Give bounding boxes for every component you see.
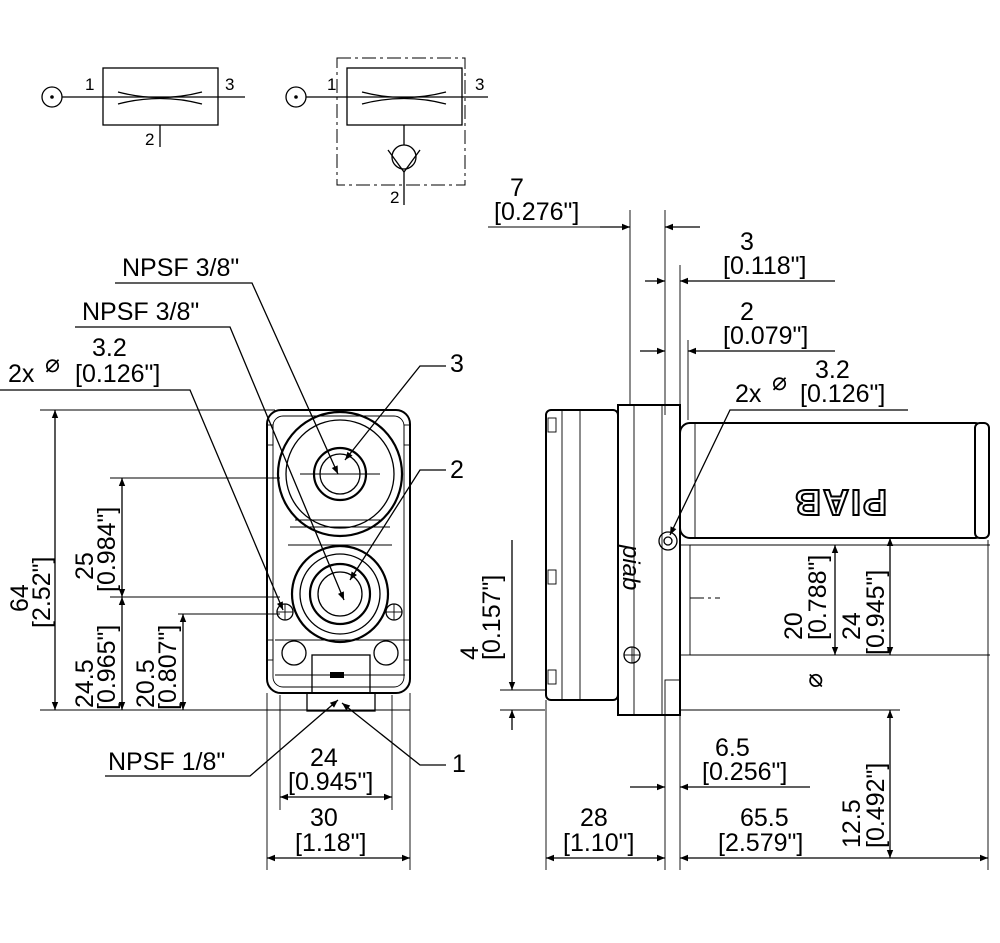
symbol-check-port-1: 1 (327, 75, 336, 94)
dim-width-mm: 30 (310, 804, 338, 832)
dim-height-in: [2.52"] (28, 557, 56, 628)
side-view-dimensions: 7 [0.276"] 3 [0.118"] 2 [0.079"] 2x ⌀ 3.… (456, 174, 989, 870)
port-label-2: 2 (450, 456, 464, 484)
dim-3-in: [0.118"] (723, 252, 806, 280)
dim-655-mm: 65.5 (740, 804, 789, 832)
hole-size-mm-side: 3.2 (815, 356, 850, 384)
dim-125-mm: 12.5 (838, 799, 866, 848)
port-label-1: 1 (452, 750, 466, 778)
symbol-check-port-3: 3 (475, 75, 484, 94)
dim-center-in: [0.984"] (93, 507, 121, 592)
side-view (545, 210, 990, 716)
thread-label-port3: NPSF 3/8" (122, 254, 239, 282)
hole-count-side: 2x (735, 380, 762, 408)
piab-logo: piab (617, 544, 644, 590)
hole-size-mm-front: 3.2 (92, 334, 127, 362)
dim-24-mm: 24 (838, 612, 866, 640)
port-label-3: 3 (450, 350, 464, 378)
pneumatic-symbol-check-valve: 1 3 2 (285, 57, 488, 207)
dim-24-symbol: ⌀ (800, 673, 828, 688)
dim-inner-width-in: [0.945"] (288, 768, 373, 796)
dim-7-in: [0.276"] (494, 198, 579, 226)
dim-20-in: [0.788"] (804, 555, 832, 640)
dim-65-mm: 6.5 (715, 734, 750, 762)
symbol-port-3: 3 (225, 75, 234, 94)
dim-3-mm: 3 (740, 228, 754, 256)
hole-diameter-symbol-side: ⌀ (772, 368, 787, 396)
dim-20-mm: 20 (780, 612, 808, 640)
dim-655-in: [2.579"] (718, 829, 803, 857)
hole-count-front: 2x (8, 360, 35, 388)
dim-28-in: [1.10"] (563, 829, 634, 857)
symbol-port-1: 1 (85, 75, 94, 94)
dim-lower-in: [0.965"] (93, 625, 121, 710)
dim-4-mm: 4 (456, 646, 484, 660)
hole-size-in-side: [0.126"] (800, 380, 885, 408)
hole-size-in-front: [0.126"] (75, 360, 160, 388)
dim-center-mm: 25 (71, 552, 99, 580)
thread-label-port1: NPSF 1/8" (108, 748, 225, 776)
dim-width-in: [1.18"] (295, 829, 366, 857)
front-view (266, 409, 411, 712)
dim-4-in: [0.157"] (478, 575, 506, 660)
dim-125-in: [0.492"] (862, 763, 890, 848)
hole-diameter-symbol-front: ⌀ (45, 350, 60, 378)
dim-24-in: [0.945"] (862, 570, 890, 655)
dim-lower-mm: 24.5 (71, 659, 99, 708)
symbol-check-port-2: 2 (390, 188, 399, 207)
dim-height-mm: 64 (6, 584, 34, 612)
dim-hole-height-in: [0.807"] (154, 625, 182, 710)
front-view-dimensions: 64 [2.52"] 25 [0.984"] 24.5 [0.965"] 20.… (6, 409, 411, 870)
pneumatic-symbol-basic: 1 3 2 (41, 67, 245, 149)
thread-label-port2: NPSF 3/8" (82, 298, 199, 326)
dim-2-mm: 2 (740, 298, 754, 326)
dim-2-in: [0.079"] (723, 322, 808, 350)
front-view-callouts: NPSF 3/8" NPSF 3/8" 2x ⌀ 3.2 [0.126"] 3 … (0, 254, 466, 778)
dim-7-mm: 7 (510, 174, 524, 202)
dim-hole-height-mm: 20.5 (132, 659, 160, 708)
dim-28-mm: 28 (580, 804, 608, 832)
brand-label: PIAB (793, 482, 887, 523)
symbol-port-2: 2 (145, 130, 154, 149)
dim-65-in: [0.256"] (702, 758, 787, 786)
dim-inner-width-mm: 24 (310, 744, 338, 772)
